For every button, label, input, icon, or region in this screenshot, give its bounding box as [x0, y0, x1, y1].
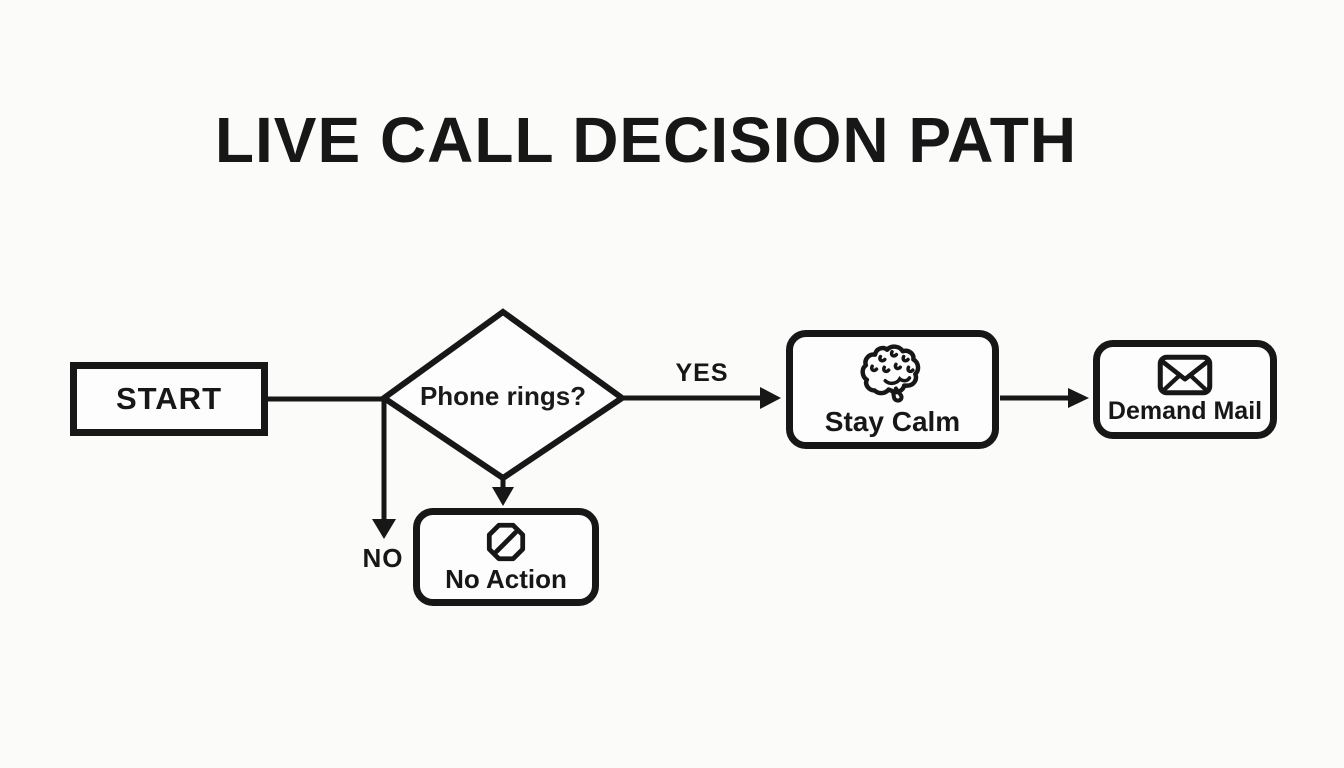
stay-calm-node: Stay Calm: [786, 330, 999, 449]
demand-mail-node: Demand Mail: [1093, 340, 1277, 439]
no-edge-label: NO: [362, 543, 404, 573]
envelope-icon: [1157, 354, 1213, 396]
start-node-label: START: [115, 380, 223, 416]
edge-mail-arrowhead: [1068, 388, 1089, 408]
page-title: LIVE CALL DECISION PATH: [214, 104, 1078, 176]
decision-node-label: Phone rings?: [419, 381, 587, 411]
no-action-node-label: No Action: [445, 563, 567, 594]
edge-yes-arrowhead: [760, 387, 781, 409]
brain-icon: [859, 344, 920, 403]
yes-edge-label: YES: [675, 359, 729, 387]
edge-drop-arrowhead: [492, 487, 514, 506]
start-node: START: [70, 362, 268, 436]
prohibition-icon: [486, 522, 526, 561]
no-action-node: No Action: [413, 508, 599, 606]
edge-no-arrowhead: [372, 519, 396, 539]
stay-calm-node-label: Stay Calm: [824, 406, 961, 438]
demand-mail-node-label: Demand Mail: [1107, 396, 1263, 425]
decision-diamond: [378, 308, 628, 482]
